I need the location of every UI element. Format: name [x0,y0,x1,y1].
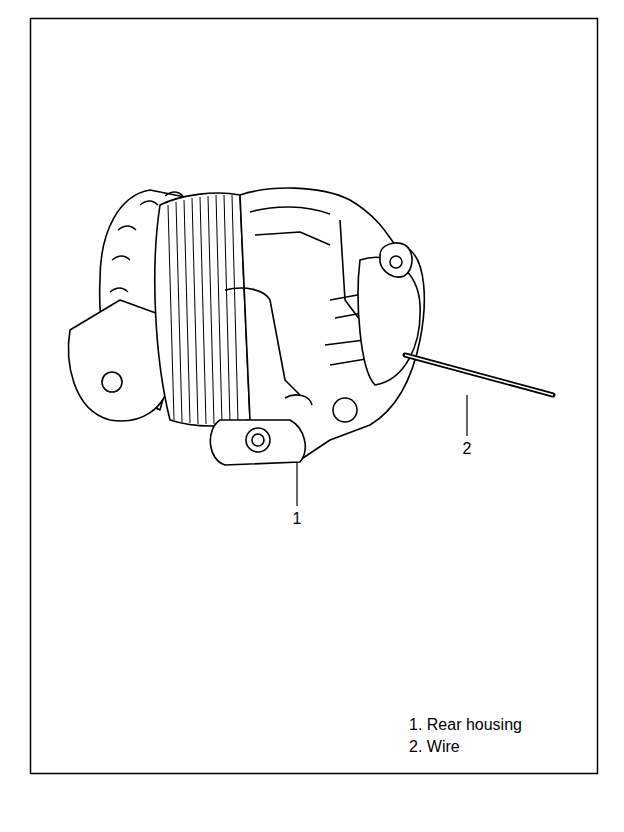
callout-number: 1 [292,510,303,528]
part-name: 1. Rear housing [408,716,523,734]
part-name: 2. Wire [408,738,461,756]
alternator-drawing [69,188,425,465]
wire-rod [405,355,553,395]
callout-number: 2 [462,440,473,458]
leader-line [466,395,467,436]
wire-highlight [405,355,553,395]
leader-line [296,462,297,506]
frame-border [31,19,598,774]
